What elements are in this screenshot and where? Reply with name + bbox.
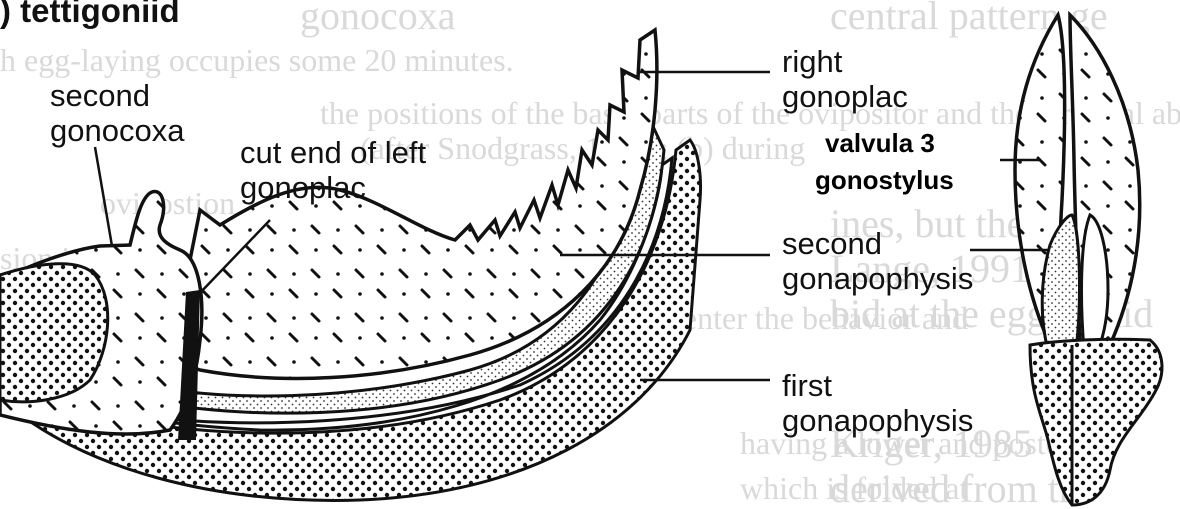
label-gonostylus: gonostylus (815, 163, 954, 197)
label-right-gonoplac: right gonoplac (782, 44, 908, 114)
first-gonapophysis-right-shape (1030, 339, 1162, 505)
label-second-gonocoxa: second gonocoxa (50, 78, 184, 148)
leader-second-gonocoxa (95, 147, 112, 246)
label-cut-end-of-left-gonoplac: cut end of left gonoplac (240, 135, 426, 205)
caption-fragment: ) tettigoniid (0, 0, 180, 29)
label-second-gonapophysis: second gonapophysis (782, 226, 973, 296)
label-valvula-3: valvula 3 (825, 126, 935, 160)
label-first-gonapophysis: first gonapophysis (782, 368, 973, 438)
